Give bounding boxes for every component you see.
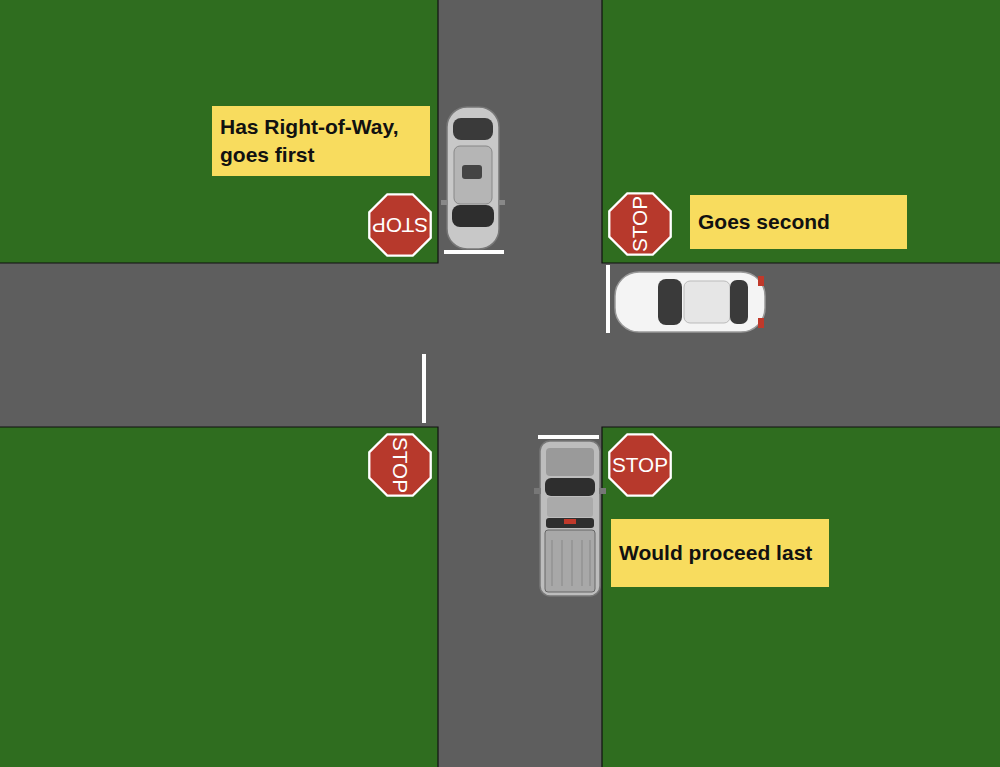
sign-text: STOP — [388, 437, 412, 493]
callout-text: Goes second — [698, 208, 899, 236]
road-horizontal — [0, 263, 1000, 427]
callout-text: Has Right-of-Way, goes first — [220, 113, 422, 169]
stop-sign: STOP — [605, 189, 675, 259]
sign-text: STOP — [612, 453, 668, 477]
car-right — [615, 272, 765, 332]
sign-text: STOP — [628, 196, 652, 252]
callout-box: Has Right-of-Way, goes first — [212, 106, 430, 176]
callout-box: Goes second — [690, 195, 907, 249]
stop-sign: STOP — [365, 190, 435, 260]
stop-sign: STOP — [365, 430, 435, 500]
pickup-truck — [534, 441, 606, 596]
stop-lines — [424, 252, 608, 437]
car-top — [441, 107, 505, 249]
callout-text: Would proceed last — [619, 539, 821, 567]
stop-sign: STOP — [605, 430, 675, 500]
sign-text: STOP — [372, 213, 428, 237]
callout-box: Would proceed last — [611, 519, 829, 587]
